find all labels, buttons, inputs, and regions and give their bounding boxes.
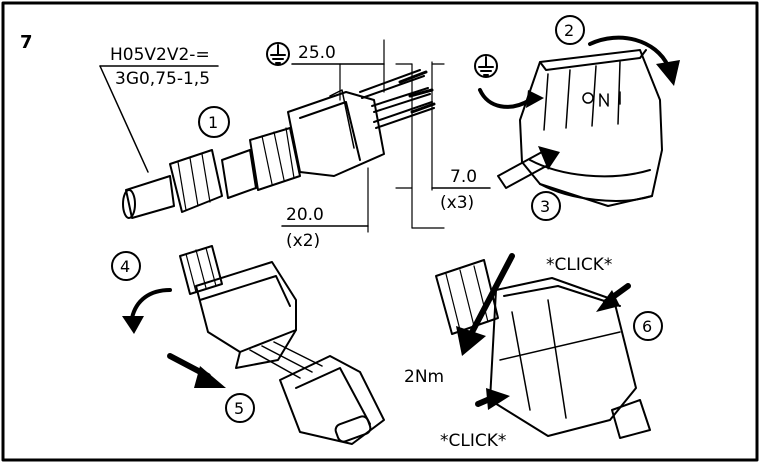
arrow-icon	[130, 288, 172, 320]
terminal-housing	[519, 49, 663, 207]
dim-strip-length: 7.0	[450, 167, 477, 187]
arrow-icon	[478, 88, 532, 109]
dim-ground-length: 25.0	[298, 43, 336, 63]
click-label-bottom: *CLICK*	[440, 431, 506, 451]
gland-nut	[169, 149, 223, 213]
step3-marker	[531, 191, 561, 221]
step6-locking: *CLICK* *CLICK* 2Nm 6	[404, 253, 663, 451]
connector-body	[195, 261, 297, 353]
dim-strip-count: (x3)	[440, 193, 474, 213]
wire-ground	[359, 69, 425, 99]
step6-marker	[633, 311, 663, 341]
dim-wire-count: (x2)	[286, 231, 320, 251]
step4-5-connector-join: 4 5	[111, 245, 385, 445]
wire-a	[371, 87, 431, 113]
step4-marker	[111, 251, 141, 281]
step1-marker	[198, 106, 230, 138]
dim-wire-length: 20.0	[286, 205, 324, 225]
arrow-icon	[497, 151, 551, 189]
ground-icon	[266, 42, 290, 66]
connector-housing	[489, 277, 637, 437]
step6-number: 6	[642, 317, 652, 336]
arrow-icon	[467, 253, 515, 339]
step4-number: 4	[120, 257, 130, 276]
step5-number: 5	[234, 399, 244, 418]
ground-icon	[474, 54, 498, 78]
arrow-icon	[588, 35, 670, 68]
wire-b	[373, 101, 435, 129]
step1-cable-assembly: H05V2V2-= 3G0,75-1,5 1	[99, 39, 491, 251]
torque-label: 2Nm	[404, 367, 444, 387]
step2-marker	[555, 15, 585, 45]
mating-connector	[279, 355, 385, 445]
step2-number: 2	[564, 21, 574, 40]
step2-3-terminal-block: 2 3	[474, 15, 680, 221]
cable	[125, 175, 175, 219]
step3-number: 3	[540, 197, 550, 216]
cable-spec-line2: 3G0,75-1,5	[115, 69, 210, 89]
cable-spec-line1: H05V2V2-=	[110, 45, 210, 65]
step5-marker	[225, 393, 255, 423]
connector-body	[287, 91, 385, 177]
figure-number: 7	[20, 32, 33, 53]
click-label-top: *CLICK*	[546, 255, 612, 275]
step1-number: 1	[208, 113, 218, 132]
